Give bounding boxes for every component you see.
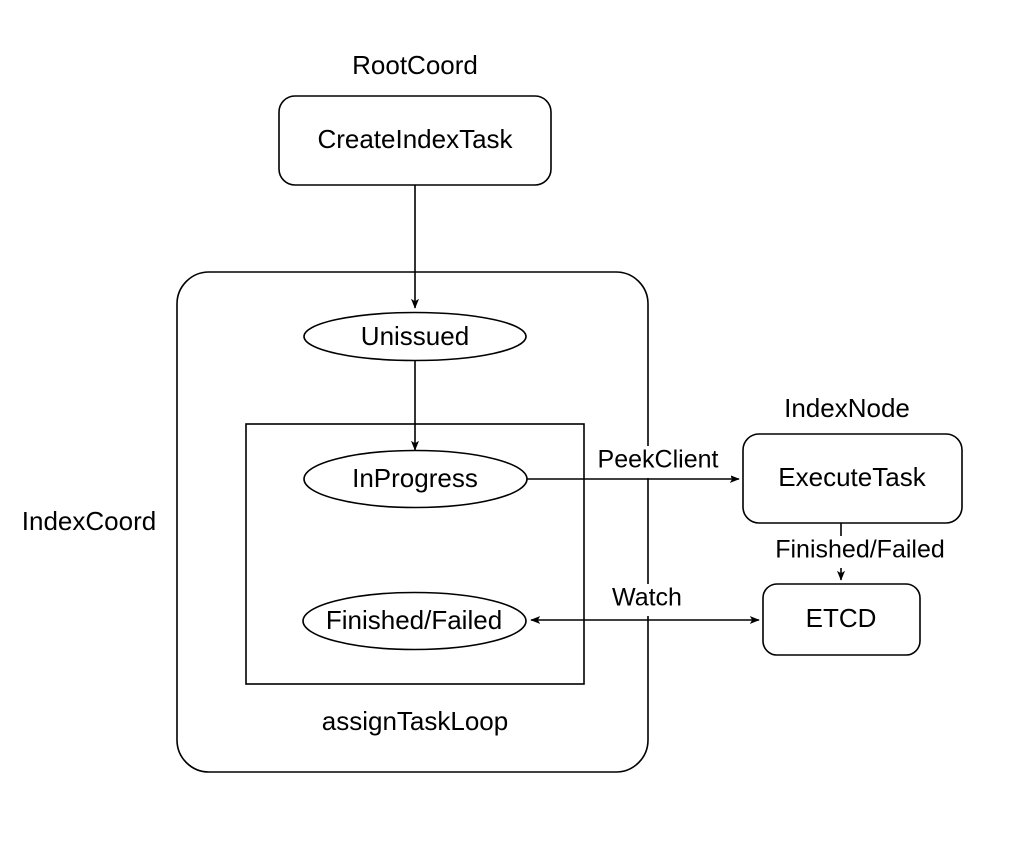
node-execute-task[interactable]: ExecuteTask bbox=[742, 433, 963, 524]
group-label-index-node: IndexNode bbox=[784, 393, 910, 423]
watch-label-backing bbox=[601, 584, 694, 616]
finished-failed-state-label: Finished/Failed bbox=[326, 605, 502, 635]
node-finished-failed-state[interactable]: Finished/Failed bbox=[302, 591, 527, 651]
finished-failed-edge-label-backing bbox=[757, 536, 964, 568]
node-etcd[interactable]: ETCD bbox=[762, 583, 921, 656]
in-progress-ellipse[interactable] bbox=[303, 449, 528, 509]
unissued-label: Unissued bbox=[361, 321, 469, 351]
node-unissued[interactable]: Unissued bbox=[303, 311, 527, 362]
group-label-root-coord: RootCoord bbox=[352, 50, 478, 80]
peek-client-label-backing bbox=[586, 446, 731, 478]
in-progress-label: InProgress bbox=[352, 463, 478, 493]
etcd-label: ETCD bbox=[806, 603, 877, 633]
node-in-progress[interactable]: InProgress bbox=[303, 449, 528, 509]
create-index-task-box[interactable] bbox=[278, 95, 552, 186]
group-label-assign-task-loop: assignTaskLoop bbox=[322, 706, 508, 736]
group-label-index-coord: IndexCoord bbox=[22, 506, 156, 536]
etcd-box[interactable] bbox=[762, 583, 921, 656]
finished-failed-ellipse[interactable] bbox=[302, 591, 527, 651]
edge-label-finished-failed: Finished/Failed bbox=[775, 536, 945, 564]
unissued-ellipse[interactable] bbox=[303, 311, 527, 362]
create-index-task-label: CreateIndexTask bbox=[317, 124, 513, 154]
edge-label-peek-client: PeekClient bbox=[598, 446, 719, 474]
edge-label-watch: Watch bbox=[612, 584, 682, 612]
node-create-index-task[interactable]: CreateIndexTask bbox=[278, 95, 552, 186]
execute-task-box[interactable] bbox=[742, 433, 963, 524]
execute-task-label: ExecuteTask bbox=[778, 462, 926, 492]
